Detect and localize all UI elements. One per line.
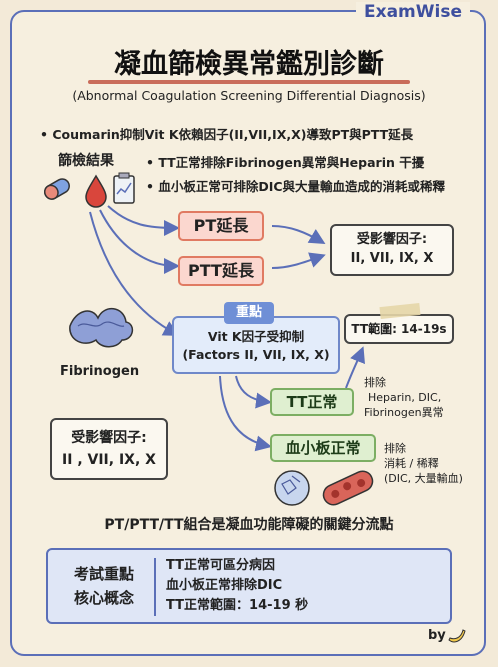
- affected-factors-left: 受影響因子: II , VII, IX, X: [50, 418, 168, 480]
- result-bullet-1-text: TT正常排除Fibrinogen異常與Heparin 干擾: [158, 155, 425, 170]
- exam-point-1: TT正常可區分病因: [166, 558, 276, 573]
- exam-box-divider: [154, 558, 156, 616]
- intro-bullet-text: Coumarin抑制Vit K依賴因子(II,VII,IX,X)導致PT與PTT…: [52, 127, 414, 142]
- affected-factors-top-label: 受影響因子:: [356, 232, 428, 247]
- brand-logo: ExamWise: [356, 2, 470, 22]
- platelet-exclude-line3: (DIC, 大量輸血): [384, 471, 463, 485]
- fibrinogen-label: Fibrinogen: [60, 364, 140, 379]
- platelet-exclude-line1: 排除: [384, 442, 406, 455]
- page-subtitle: (Abnormal Coagulation Screening Differen…: [72, 88, 426, 103]
- platelet-exclude-note: 排除 消耗 / 稀釋 (DIC, 大量輸血): [384, 442, 463, 487]
- exam-key-box: 考試重點 核心概念 TT正常可區分病因 血小板正常排除DIC TT正常範圍：14…: [46, 548, 452, 624]
- affected-factors-left-label: 受影響因子:: [71, 430, 147, 446]
- result-bullet-2: • 血小板正常可排除DIC與大量輸血造成的消耗或稀釋: [146, 179, 446, 194]
- fibrinogen-icon: [69, 308, 134, 348]
- key-statement: PT/PTT/TT組合是凝血功能障礙的關鍵分流點: [104, 517, 394, 533]
- tt-exclude-line2: Heparin, DIC,: [368, 390, 442, 404]
- page-title: 凝血篩檢異常鑑別診斷: [114, 49, 384, 80]
- tt-range-note: TT範圍: 14-19s: [344, 314, 454, 344]
- affected-factors-left-value: II , VII, IX, X: [62, 451, 156, 468]
- tt-exclude-line1: 排除: [364, 376, 386, 389]
- result-bullet-1: • TT正常排除Fibrinogen異常與Heparin 干擾: [146, 155, 425, 170]
- intro-bullet: • Coumarin抑制Vit K依賴因子(II,VII,IX,X)導致PT與P…: [40, 127, 414, 142]
- exam-point-2: 血小板正常排除DIC: [166, 578, 283, 594]
- platelet-vessel-icon: [274, 470, 374, 506]
- platelet-normal-box: 血小板正常: [270, 434, 376, 462]
- clipboard-icon: [113, 172, 135, 204]
- tt-normal-box: TT正常: [270, 388, 354, 416]
- vitk-box-line2: (Factors II, VII, IX, X): [182, 347, 330, 363]
- exam-box-label: 考試重點 核心概念: [58, 562, 150, 610]
- capsule-icon: [43, 178, 70, 200]
- exam-box-points: TT正常可區分病因 血小板正常排除DIC TT正常範圍：14-19 秒: [166, 556, 308, 616]
- tt-exclude-line3: Fibrinogen異常: [364, 405, 444, 419]
- blood-drop-icon: [85, 174, 107, 208]
- footer-by: by: [428, 628, 446, 643]
- banana-icon: [448, 629, 466, 643]
- exam-box-label-line2: 核心概念: [73, 589, 134, 607]
- key-point-tag: 重點: [224, 302, 274, 324]
- vitk-inhibited-box: Vit K因子受抑制 (Factors II, VII, IX, X): [172, 316, 340, 374]
- platelet-exclude-line2: 消耗 / 稀釋: [384, 456, 439, 470]
- title-underline: [88, 80, 410, 84]
- results-label: 篩檢結果: [58, 153, 114, 169]
- vitk-box-line1: Vit K因子受抑制: [207, 329, 305, 344]
- tt-exclude-note: 排除 Heparin, DIC, Fibrinogen異常: [364, 376, 444, 421]
- ptt-prolonged-box: PTT延長: [178, 256, 264, 286]
- screening-icons: [43, 172, 135, 208]
- affected-factors-top-value: II, VII, IX, X: [350, 250, 434, 266]
- exam-box-label-line1: 考試重點: [73, 565, 134, 583]
- result-bullet-2-text: 血小板正常可排除DIC與大量輸血造成的消耗或稀釋: [158, 179, 446, 194]
- pt-prolonged-box: PT延長: [178, 211, 264, 241]
- affected-factors-top: 受影響因子: II, VII, IX, X: [330, 224, 454, 276]
- exam-point-3: TT正常範圍：14-19 秒: [166, 598, 309, 614]
